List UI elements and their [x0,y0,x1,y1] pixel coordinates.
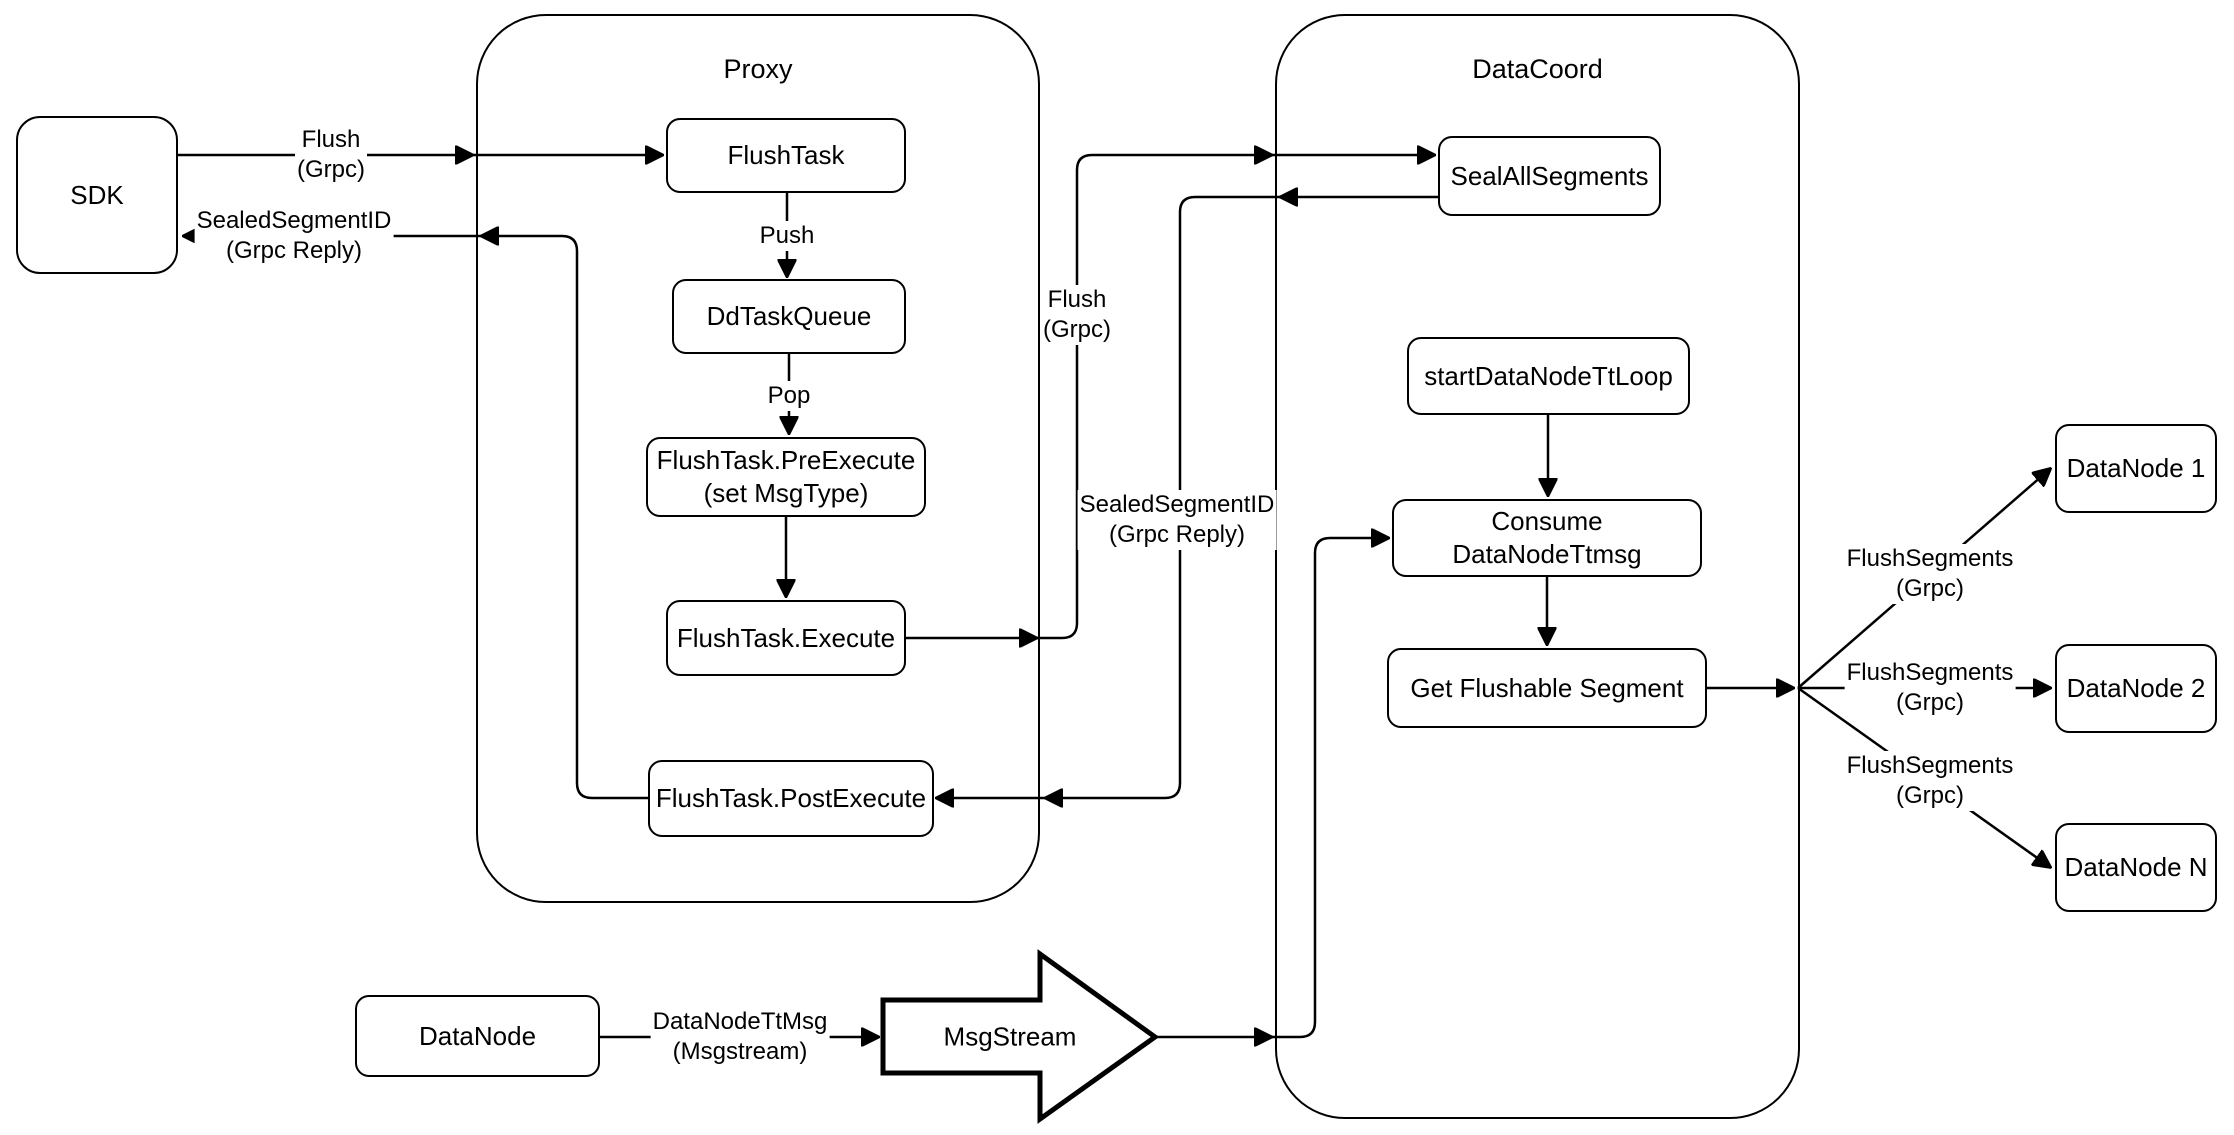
node-pre-execute-line1: FlushTask.PreExecute [656,445,916,475]
node-sdk-label: SDK [70,179,124,210]
edge-label-pop: Pop [765,381,813,411]
edge-label-flush-grpc-sdk: Flush (Grpc) [295,125,367,185]
edge-label-sealed-segment-id-datacoord-line1: SealedSegmentID [1079,491,1275,518]
edge-label-push: Push [757,221,817,251]
node-data-node-2: DataNode 2 [2055,644,2217,733]
node-flush-task-label: FlushTask [727,140,845,170]
edge-label-flush-segments-2: FlushSegments (Grpc) [1844,658,2016,718]
proxy-title: Proxy [723,54,793,84]
edge-label-sealed-segment-id-datacoord-line2: (Grpc Reply) [1108,521,1246,548]
edge-label-flush-segments-1: FlushSegments (Grpc) [1844,544,2016,604]
edge-label-sealed-segment-id-datacoord: SealedSegmentID (Grpc Reply) [1077,490,1277,550]
node-data-node-n-label: DataNode N [2064,852,2208,882]
node-get-flushable-segment: Get Flushable Segment [1387,648,1707,728]
node-data-node-n: DataNode N [2055,823,2217,912]
edge-label-flush-segments-2-line1: FlushSegments [1846,659,2014,686]
edge-label-flush-segments-1-line1: FlushSegments [1846,545,2014,572]
edge-label-flush-segments-3: FlushSegments (Grpc) [1844,751,2016,811]
node-post-execute-label: FlushTask.PostExecute [655,783,927,813]
edge-msgstream-consume [1271,538,1388,1039]
node-execute-label: FlushTask.Execute [676,622,896,653]
node-sdk: SDK [16,116,178,274]
edge-label-flush-segments-3-line2: (Grpc) [1896,782,1964,809]
edge-label-flush-grpc-datacoord: Flush (Grpc) [1041,285,1113,345]
node-data-node-2-label: DataNode 2 [2066,673,2206,703]
edge-label-flush-grpc-datacoord-line2: (Grpc) [1043,316,1111,343]
node-start-data-node-tt-loop: startDataNodeTtLoop [1407,337,1690,415]
edge-execute-seal-b [1036,155,1271,640]
node-get-flushable-segment-label: Get Flushable Segment [1410,672,1684,703]
edge-label-flush-grpc-datacoord-line1: Flush [1047,286,1107,313]
edge-label-data-node-tt-msg-line1: DataNodeTtMsg [652,1008,828,1035]
edge-label-flush-segments-2-line2: (Grpc) [1896,689,1964,716]
node-data-node-1: DataNode 1 [2055,424,2217,513]
node-data-node: DataNode [355,995,600,1077]
msgstream-text: MsgStream [943,1021,1077,1052]
datacoord-container: DataCoord [1275,14,1800,1119]
node-dd-task-queue-label: DdTaskQueue [706,301,872,331]
node-data-node-1-label: DataNode 1 [2066,453,2206,483]
node-seal-all-segments: SealAllSegments [1438,136,1661,216]
edge-label-sealed-segment-id-sdk: SealedSegmentID (Grpc Reply) [194,206,394,266]
msgstream-shape-label: MsgStream [944,1022,1077,1053]
node-dd-task-queue: DdTaskQueue [672,279,906,354]
edge-label-push-line1: Push [759,222,815,249]
proxy-container: Proxy [476,14,1040,903]
edge-label-data-node-tt-msg: DataNodeTtMsg (Msgstream) [650,1007,830,1067]
node-pre-execute-line2: (set MsgType) [703,478,869,508]
node-data-node-label: DataNode [418,1020,537,1051]
edge-label-flush-segments-3-line1: FlushSegments [1846,752,2014,779]
edge-label-sealed-segment-id-sdk-line2: (Grpc Reply) [225,237,363,264]
node-post-execute: FlushTask.PostExecute [648,760,934,837]
node-execute: FlushTask.Execute [666,600,906,676]
node-pre-execute: FlushTask.PreExecute (set MsgType) [646,437,926,517]
node-consume-data-node-ttmsg: Consume DataNodeTtmsg [1392,499,1702,577]
node-start-data-node-tt-loop-label: startDataNodeTtLoop [1424,360,1673,391]
node-flush-task: FlushTask [666,118,906,193]
edge-label-flush-segments-1-line2: (Grpc) [1896,575,1964,602]
edge-label-data-node-tt-msg-line2: (Msgstream) [672,1038,808,1065]
edge-label-flush-grpc-sdk-line2: (Grpc) [297,156,365,183]
msgstream-shape [880,949,1160,1124]
edge-label-flush-grpc-sdk-line1: Flush [301,126,361,153]
node-seal-all-segments-label: SealAllSegments [1450,160,1649,191]
datacoord-title: DataCoord [1472,54,1603,84]
edge-postexecute-sdk-a [482,236,648,800]
edge-label-sealed-segment-id-sdk-line1: SealedSegmentID [196,207,392,234]
edge-label-pop-line1: Pop [767,382,811,409]
node-consume-data-node-ttmsg-label: Consume DataNodeTtmsg [1452,506,1642,569]
